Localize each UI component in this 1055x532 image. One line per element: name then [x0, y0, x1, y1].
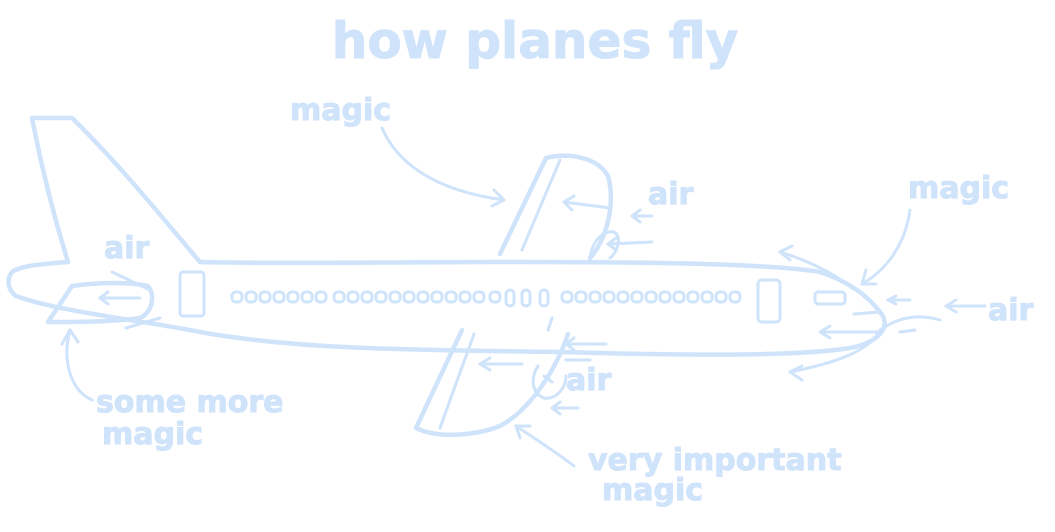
cockpit-window [813, 290, 847, 306]
near-wing-flap [438, 332, 476, 430]
fuselage [6, 259, 887, 357]
label-air-tail: air [104, 231, 150, 266]
label-air-top-wing: air [648, 177, 694, 212]
tail-stabilizer [45, 280, 155, 325]
label-very-important-magic-line2: magic [602, 473, 703, 508]
airflow-top-wing [562, 200, 612, 210]
tail-fin [29, 115, 203, 265]
label-some-more-magic-line1: some more [96, 385, 284, 420]
very-important-magic-arrow [514, 424, 576, 468]
label-some-more-magic-line2: magic [102, 417, 203, 452]
front-door [756, 278, 782, 324]
some-more-magic-arrow [65, 328, 94, 402]
near-wing [413, 327, 571, 438]
airflow-line [778, 250, 854, 290]
label-air-nose: air [988, 293, 1034, 328]
magic-nose-arrow [860, 208, 912, 286]
label-magic-nose: magic [908, 171, 1009, 206]
rear-door [178, 270, 206, 318]
label-air-bottom-wing: air [566, 363, 612, 398]
near-engine [531, 364, 568, 400]
far-wing [497, 153, 613, 261]
far-wing-flap [520, 158, 562, 252]
magic-top-arrow [380, 126, 506, 202]
window-row [230, 288, 742, 308]
label-very-important-magic-line1: very important [588, 443, 841, 478]
label-magic-top: magic [290, 93, 391, 128]
diagram-title: how planes fly [332, 12, 739, 70]
